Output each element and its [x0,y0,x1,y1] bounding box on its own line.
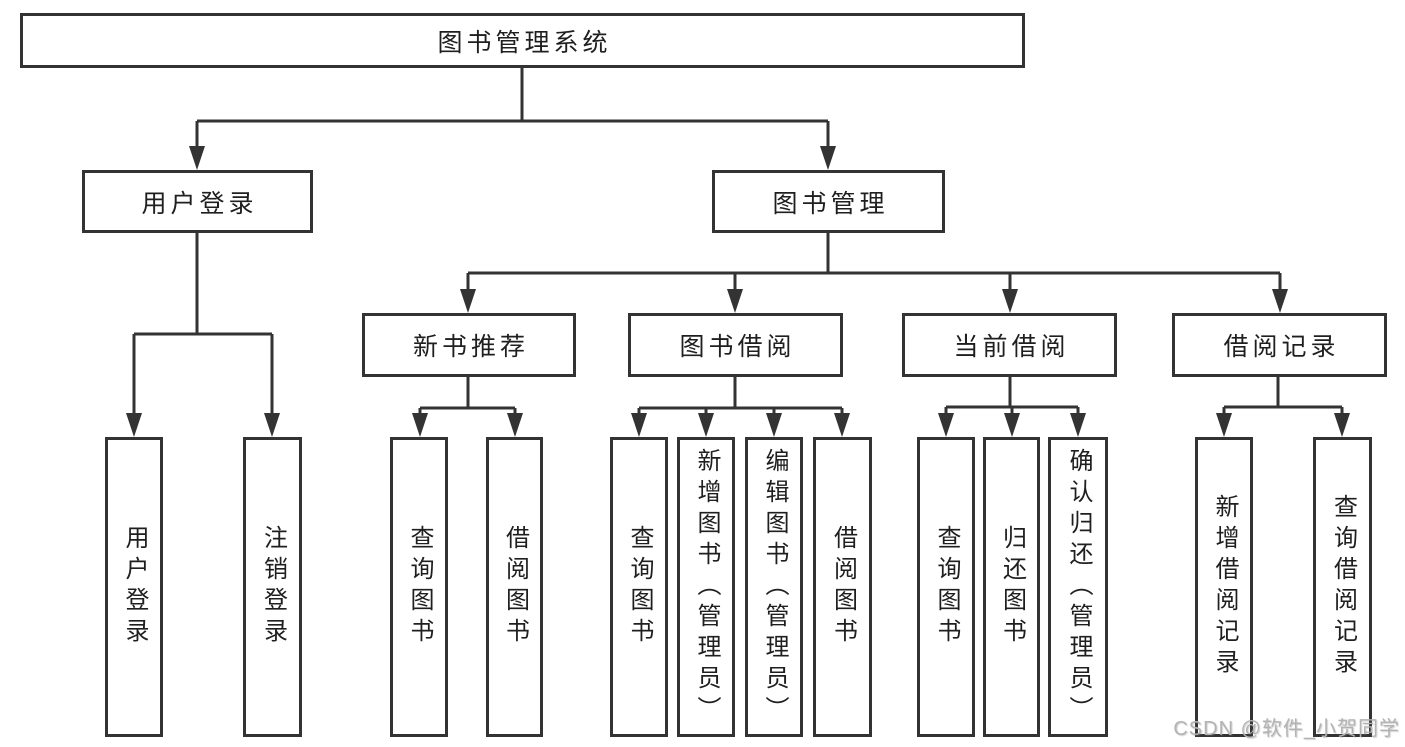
leaf-return-books: 归还图书 [983,437,1040,737]
node-label: 用户登录 [121,525,148,649]
leaf-query-borrow-record: 查询借阅记录 [1313,437,1372,737]
node-label: 图书管理系统 [437,28,612,57]
arrow-down-icon [1334,413,1350,437]
node-label: 图书借阅 [679,333,796,361]
node-new-book-recommend: 新书推荐 [362,313,576,377]
arrow-down-icon [460,289,476,313]
node-label: 注销登录 [259,525,287,649]
node-label: 查询图书 [626,525,653,649]
node-label: 当前借阅 [953,333,1070,361]
node-label: 查询图书 [933,525,960,649]
node-label: 用户登录 [141,189,258,218]
arrow-down-icon [1070,413,1086,437]
node-borrow-records: 借阅记录 [1172,313,1387,377]
leaf-query-books-recommend: 查询图书 [390,437,448,737]
node-label: 借阅图书 [829,525,857,649]
leaf-user-login: 用户登录 [105,437,163,737]
leaf-add-book-admin: 新增图书（管理员） [677,437,735,737]
node-user-login: 用户登录 [82,170,313,233]
leaf-logout: 注销登录 [243,437,302,737]
arrow-down-icon [126,413,142,437]
node-current-borrow: 当前借阅 [902,313,1117,377]
node-book-management: 图书管理 [712,170,945,233]
leaf-edit-book-admin: 编辑图书（管理员） [745,437,803,737]
node-label: 图书管理 [772,189,889,218]
arrow-down-icon [412,413,428,437]
arrow-down-icon [264,413,280,437]
node-root-library-system: 图书管理系统 [20,13,1025,68]
node-label: 借阅图书 [501,525,529,649]
node-label: 新增图书（管理员） [693,447,720,727]
leaf-borrow-books: 借阅图书 [813,437,872,737]
arrow-down-icon [698,413,714,437]
leaf-query-books-current: 查询图书 [917,437,975,737]
arrow-down-icon [727,289,743,313]
node-label: 编辑图书（管理员） [761,447,788,727]
leaf-query-books-borrow: 查询图书 [610,437,668,737]
arrow-down-icon [507,413,523,437]
node-label: 新书推荐 [412,333,529,361]
connector-lines [132,68,1344,419]
arrowheads [126,146,1350,437]
arrow-down-icon [820,146,836,170]
arrow-down-icon [631,413,647,437]
node-label: 归还图书 [998,525,1026,649]
arrow-down-icon [834,413,850,437]
arrow-down-icon [766,413,782,437]
leaf-borrow-books-recommend: 借阅图书 [486,437,543,737]
csdn-watermark: CSDN @软件_小贺同学 [1173,718,1400,740]
node-label: 查询图书 [406,525,433,649]
arrow-down-icon [1002,289,1018,313]
node-book-borrow: 图书借阅 [628,313,843,377]
node-label: 借阅记录 [1223,333,1340,361]
node-label: 新增借阅记录 [1211,494,1238,680]
arrow-down-icon [938,413,954,437]
leaf-add-borrow-record: 新增借阅记录 [1195,437,1253,737]
node-label: 确认归还（管理员） [1065,447,1092,727]
arrow-down-icon [1216,413,1232,437]
leaf-confirm-return-admin: 确认归还（管理员） [1048,437,1108,737]
arrow-down-icon [1272,289,1288,313]
node-label: 查询借阅记录 [1329,494,1357,680]
arrow-down-icon [189,146,205,170]
arrow-down-icon [1004,413,1020,437]
